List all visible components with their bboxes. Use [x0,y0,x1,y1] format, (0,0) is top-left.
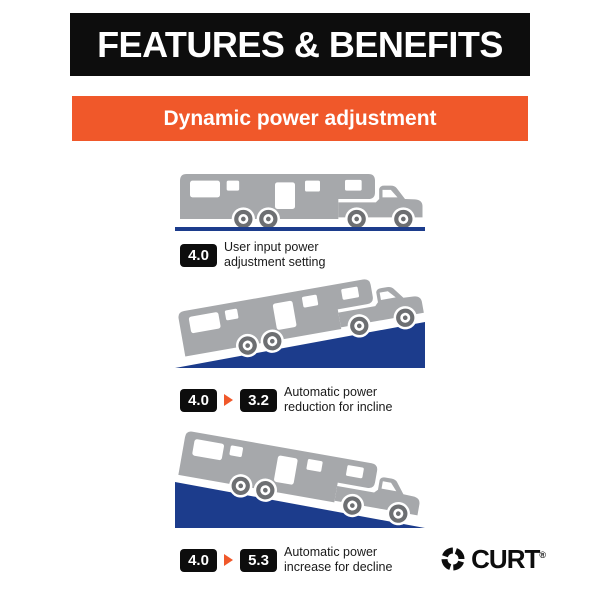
arrow-right-icon [224,394,233,406]
level-ground-line [175,227,425,231]
caption-text: Automatic power reduction for incline [284,385,392,415]
caption-level-ground: 4.0 User input power adjustment setting [180,240,325,270]
brand-name: CURT [471,544,540,574]
caption-line: adjustment setting [224,255,326,269]
curt-wordmark: CURT® [471,546,546,572]
features-benefits-banner: FEATURES & BENEFITS [70,13,530,76]
arrow-right-icon [224,554,233,566]
caption-line: reduction for incline [284,400,393,414]
caption-line: Automatic power [284,545,378,559]
caption-line: increase for decline [284,560,393,574]
caption-text: Automatic power increase for decline [284,545,392,575]
page-title: FEATURES & BENEFITS [97,23,503,65]
subtitle-text: Dynamic power adjustment [163,106,437,130]
power-badge-start: 4.0 [180,388,217,412]
caption-line: User input power [224,240,319,254]
registered-mark: ® [539,550,546,560]
caption-line: Automatic power [284,385,378,399]
power-badge-increased: 5.3 [240,548,277,572]
caption-incline: 4.0 3.2 Automatic power reduction for in… [180,385,392,415]
power-badge-user-setting: 4.0 [180,243,217,267]
caption-decline: 4.0 5.3 Automatic power increase for dec… [180,545,392,575]
power-badge-reduced: 3.2 [240,388,277,412]
caption-text: User input power adjustment setting [224,240,325,270]
truck-trailer-flat-icon [175,162,425,236]
power-badge-start: 4.0 [180,548,217,572]
curt-logo: CURT® [440,546,546,572]
subtitle-banner: Dynamic power adjustment [72,96,528,141]
curt-emblem-icon [440,546,466,572]
